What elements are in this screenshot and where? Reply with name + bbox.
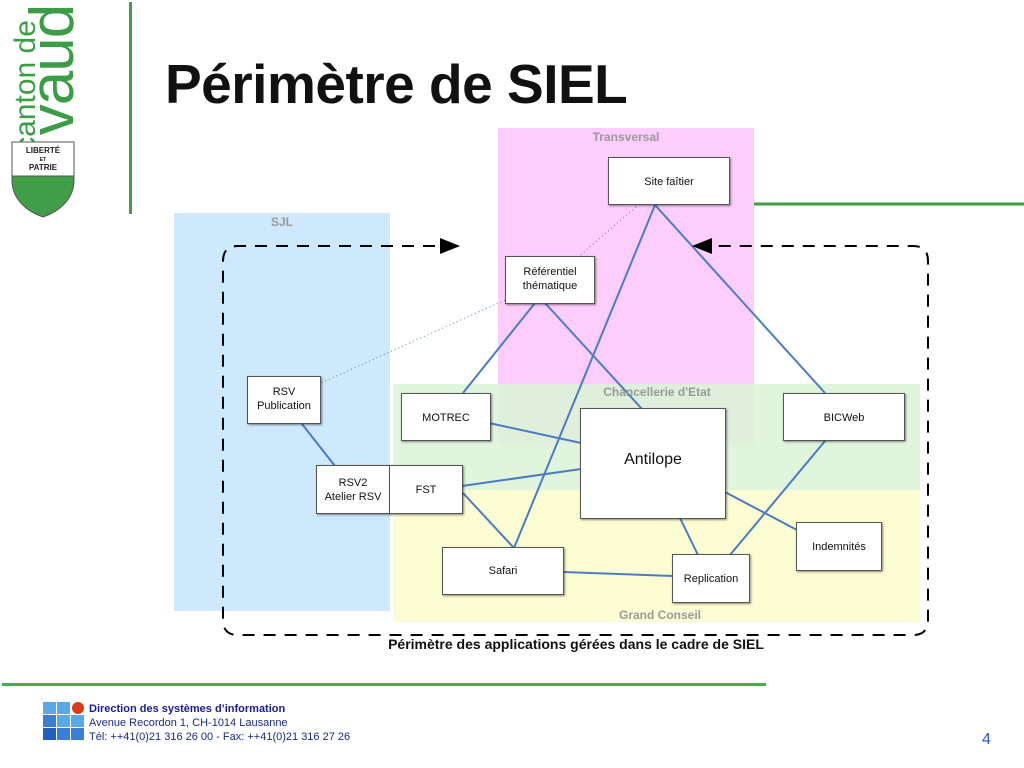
box-indemnites[interactable]: Indemnités: [796, 522, 882, 571]
perimeter-dashed-border: [222, 245, 929, 636]
dotted-site-ref: [576, 206, 637, 259]
footer-divider: [2, 683, 766, 686]
footer-org: Direction des systèmes d’information: [89, 703, 286, 715]
zone-label-sjl: SJL: [270, 215, 293, 229]
connector-site-safari: [513, 204, 656, 549]
connector-motrec-antilope: [488, 422, 582, 444]
dsi-logo-icon: [43, 702, 84, 740]
connector-ref-motrec: [462, 302, 536, 394]
motto-line-2: ET: [40, 157, 46, 163]
box-bicweb[interactable]: BICWeb: [783, 393, 905, 441]
diagram-caption: Périmètre des applications gérées dans l…: [388, 636, 764, 652]
box-antilope[interactable]: Antilope: [580, 408, 726, 519]
connector-fst-safari: [462, 492, 515, 549]
box-referentiel-thematique[interactable]: Référentiel thématique: [505, 256, 595, 304]
box-replication[interactable]: Replication: [672, 554, 750, 603]
box-motrec[interactable]: MOTREC: [401, 393, 491, 441]
connector-ref-antilope: [544, 302, 643, 410]
zone-label-chancellerie: Chancellerie d'Etat: [603, 385, 711, 399]
vaud-shield-icon: LIBERTÉ ET PATRIE: [11, 141, 75, 218]
zone-label-transversal: Transversal: [592, 130, 660, 144]
header-divider: [129, 2, 132, 214]
connector-bicweb-replication: [729, 440, 826, 556]
motto-line-1: LIBERTÉ: [26, 146, 61, 155]
connector-fst-antilope: [461, 468, 582, 487]
footer-address: Avenue Recordon 1, CH-1014 Lausanne: [89, 717, 288, 729]
box-rsv2-atelier[interactable]: RSV2 Atelier RSV: [316, 465, 390, 514]
box-site-faitier[interactable]: Site faîtier: [608, 157, 730, 205]
page-number: 4: [982, 731, 991, 748]
page-title: Périmètre de SIEL: [165, 53, 628, 115]
zone-label-grand-conseil: Grand Conseil: [618, 608, 701, 622]
connector-site-bicweb: [654, 204, 826, 394]
dotted-ref-rsvpub: [320, 299, 506, 384]
box-rsv-publication[interactable]: RSV Publication: [247, 376, 321, 424]
box-fst[interactable]: FST: [389, 465, 463, 514]
connector-antilope-indemnites: [724, 491, 798, 531]
footer-phone: Tél: ++41(0)21 316 26 00 - Fax: ++41(0)2…: [89, 731, 351, 743]
footer-info: Direction des systèmes d’information Ave…: [89, 702, 350, 744]
motto-line-3: PATRIE: [29, 163, 58, 172]
connector-rsvpub-rsv2: [301, 423, 336, 467]
connector-safari-replication: [562, 571, 674, 577]
box-safari[interactable]: Safari: [442, 547, 564, 595]
connector-antilope-replication: [679, 517, 699, 556]
